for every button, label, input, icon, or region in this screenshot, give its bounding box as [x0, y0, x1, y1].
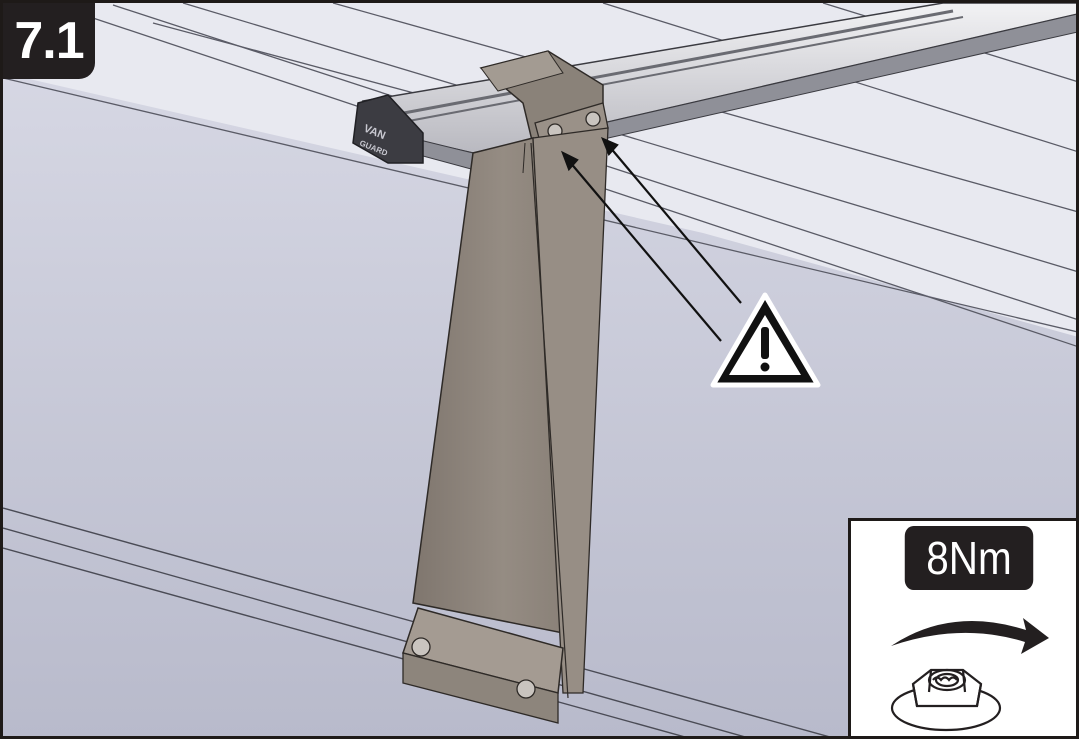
step-number-badge: 7.1	[3, 3, 95, 79]
leg-bracket	[412, 127, 609, 699]
bar-end-cap	[352, 94, 424, 164]
torque-value-label: 8Nm	[904, 526, 1034, 590]
torque-illustration	[890, 618, 1049, 732]
torque-spec-panel: 8Nm	[848, 518, 1076, 736]
warning-triangle-icon	[710, 292, 821, 388]
plate-bolt-left	[411, 637, 431, 657]
flange-nut-icon	[890, 668, 1002, 732]
gutter-foot-plate	[402, 607, 564, 724]
warning-pointers	[560, 136, 742, 342]
clockwise-arrow-icon	[891, 618, 1049, 654]
clamp-bolt-right	[585, 111, 601, 127]
plate-bolt-right	[516, 679, 536, 699]
installation-illustration: VAN GUARD	[3, 3, 1076, 736]
